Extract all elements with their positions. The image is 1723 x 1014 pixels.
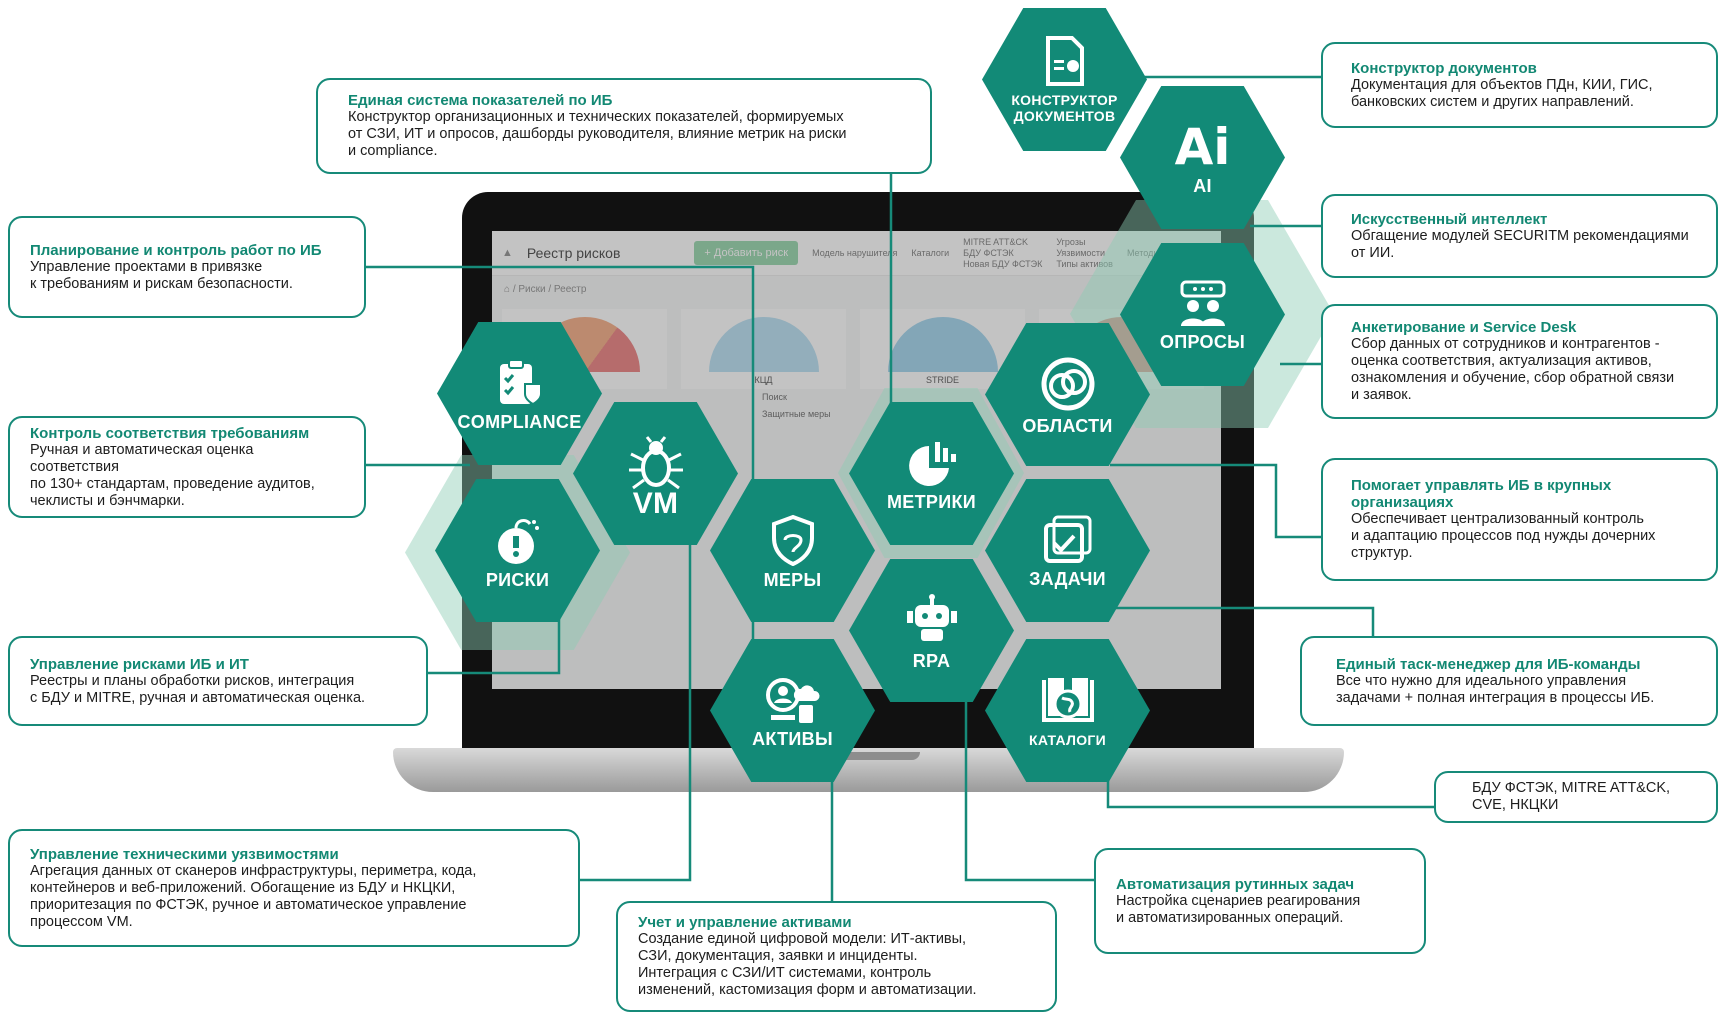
nav-group-threats: Угрозы Уязвимости Типы активов [1056,237,1113,270]
hex-areas[interactable]: ОБЛАСТИ [985,323,1150,466]
callout-text: Конструктор организационных и технически… [348,109,847,159]
hex-label: ОБЛАСТИ [1022,415,1113,436]
laptop-notch [800,752,920,760]
callout-title: Помогает управлять ИБ в крупных организа… [1351,477,1612,511]
callout-title: Анкетирование и Service Desk [1351,319,1577,336]
nav-threat-model[interactable]: Модель нарушителя [812,247,898,258]
survey-icon [1180,280,1225,326]
hex-label: VM [632,486,679,520]
nav-threats[interactable]: Угрозы [1056,236,1086,247]
callout-title: Управление техническими уязвимостями [30,845,339,863]
callout-compliance: Контроль соответствия требованиям Ручная… [8,416,366,518]
hex-docs[interactable]: КОНСТРУКТОР ДОКУМЕНТОВ [982,8,1147,151]
section-label: Защитные меры [762,409,831,419]
hex-label: РИСКИ [485,569,550,590]
nav-catalogs[interactable]: Каталоги [911,247,950,258]
shield-icon [771,514,814,566]
rings-icon [1041,357,1094,410]
checkbox-icon [1043,515,1091,563]
nav-methodology[interactable]: Методика [1126,247,1168,258]
callout-title: Искусственный интеллект [1351,210,1548,228]
pie-chart-icon [908,441,956,486]
callout-vuln: Управление техническими уязвимостями Агр… [8,829,580,947]
hex-label: АКТИВЫ [752,728,833,749]
hex-label: МЕРЫ [763,569,822,590]
gauge-label: КЦД [754,375,773,385]
hex-label: КОНСТРУКТОР ДОКУМЕНТОВ [1011,91,1118,124]
callout-catalogs: БДУ ФСТЭК, MITRE ATT&CK, CVE, НКЦКИ [1434,771,1718,823]
screen-title: Реестр рисков [526,245,621,261]
callout-planning: Планирование и контроль работ по ИБ Упра… [8,216,366,318]
callout-title: Единая система показателей по ИБ [348,92,613,109]
hex-surveys[interactable]: ОПРОСЫ [1120,243,1285,386]
callout-title: Учет и управление активами [638,914,852,931]
callout-automation: Автоматизация рутинных задач Настройка с… [1094,848,1426,954]
callout-text: Обгащение модулей SECURITM рекомендациям… [1351,227,1689,261]
search-input[interactable]: Поиск [762,392,787,402]
callout-taskmanager: Единый таск-менеджер для ИБ-команды Все … [1300,636,1718,726]
callout-text: Управление проектами в привязке к требов… [30,258,293,292]
nav-vulns[interactable]: Уязвимости [1056,247,1106,258]
hex-label: МЕТРИКИ [887,491,976,512]
callout-text: Ручная и автоматическая оценка соответст… [30,441,315,509]
callout-title: Планирование и контроль работ по ИБ [30,241,322,259]
callout-surveys: Анкетирование и Service Desk Сбор данных… [1321,304,1718,419]
ai-icon: Ai [1174,117,1231,176]
clipboard-icon [499,358,542,405]
callout-title: Контроль соответствия требованиям [30,424,310,442]
bug-icon [628,435,683,489]
callout-title: Конструктор документов [1351,59,1537,77]
nav-new-bdu[interactable]: Новая БДУ ФСТЭК [963,258,1043,269]
app-logo-icon: ▲ [502,247,513,259]
callout-text: Создание единой цифровой модели: ИТ-акти… [638,931,977,998]
callout-assets: Учет и управление активами Создание един… [616,901,1057,1012]
robot-icon [906,593,957,641]
assets-icon [765,677,820,723]
hex-label: ЗАДАЧИ [1029,568,1106,589]
hex-label: AI [1193,175,1212,196]
callout-docs: Конструктор документов Документация для … [1321,42,1718,128]
hex-label: RPA [912,650,951,671]
callout-text: Сбор данных от сотрудников и контрагенто… [1351,336,1675,403]
callout-text: Все что нужно для идеального управления … [1336,672,1655,706]
bomb-icon [497,518,539,564]
callout-largeorg: Помогает управлять ИБ в крупных организа… [1321,458,1718,581]
callout-ai: Искусственный интеллект Обгащение модуле… [1321,194,1718,278]
document-icon [1045,35,1084,86]
nav-mitre[interactable]: MITRE ATT&CK [963,236,1029,247]
nav-asset-types[interactable]: Типы активов [1056,258,1113,269]
callout-risks: Управление рисками ИБ и ИТ Реестры и пла… [8,636,428,726]
callout-metrics: Единая система показателей по ИБ Констру… [316,78,932,174]
hex-label: ОПРОСЫ [1159,331,1246,352]
screen-header: ▲ Реестр рисков + Добавить риск Модель н… [492,231,1221,276]
catalog-icon [1041,677,1094,722]
hex-label: COMPLIANCE [457,411,582,432]
gauge-kcd: КЦД [681,309,846,389]
add-risk-button[interactable]: + Добавить риск [694,241,799,265]
callout-text: Агрегация данных от сканеров инфраструкт… [30,862,477,930]
nav-group-catalogs: MITRE ATT&CK БДУ ФСТЭК Новая БДУ ФСТЭК [963,237,1042,270]
nav-bdu[interactable]: БДУ ФСТЭК [963,247,1014,258]
callout-text: Обеспечивает централизованный контроль и… [1351,511,1656,561]
callout-text: Реестры и планы обработки рисков, интегр… [30,672,366,706]
callout-title: Автоматизация рутинных задач [1116,875,1355,893]
gauge-label: STRIDE [925,375,959,385]
callout-title: Единый таск-менеджер для ИБ-команды [1336,655,1641,673]
callout-text: БДУ ФСТЭК, MITRE ATT&CK, CVE, НКЦКИ [1472,780,1671,813]
callout-text: Документация для объектов ПДн, КИИ, ГИС,… [1351,76,1653,110]
hex-label: КАТАЛОГИ [1028,731,1107,748]
gauge-stride: STRIDE [860,309,1025,389]
callout-title: Управление рисками ИБ и ИТ [30,655,249,673]
callout-text: Настройка сценариев реагирования и автом… [1116,892,1361,926]
